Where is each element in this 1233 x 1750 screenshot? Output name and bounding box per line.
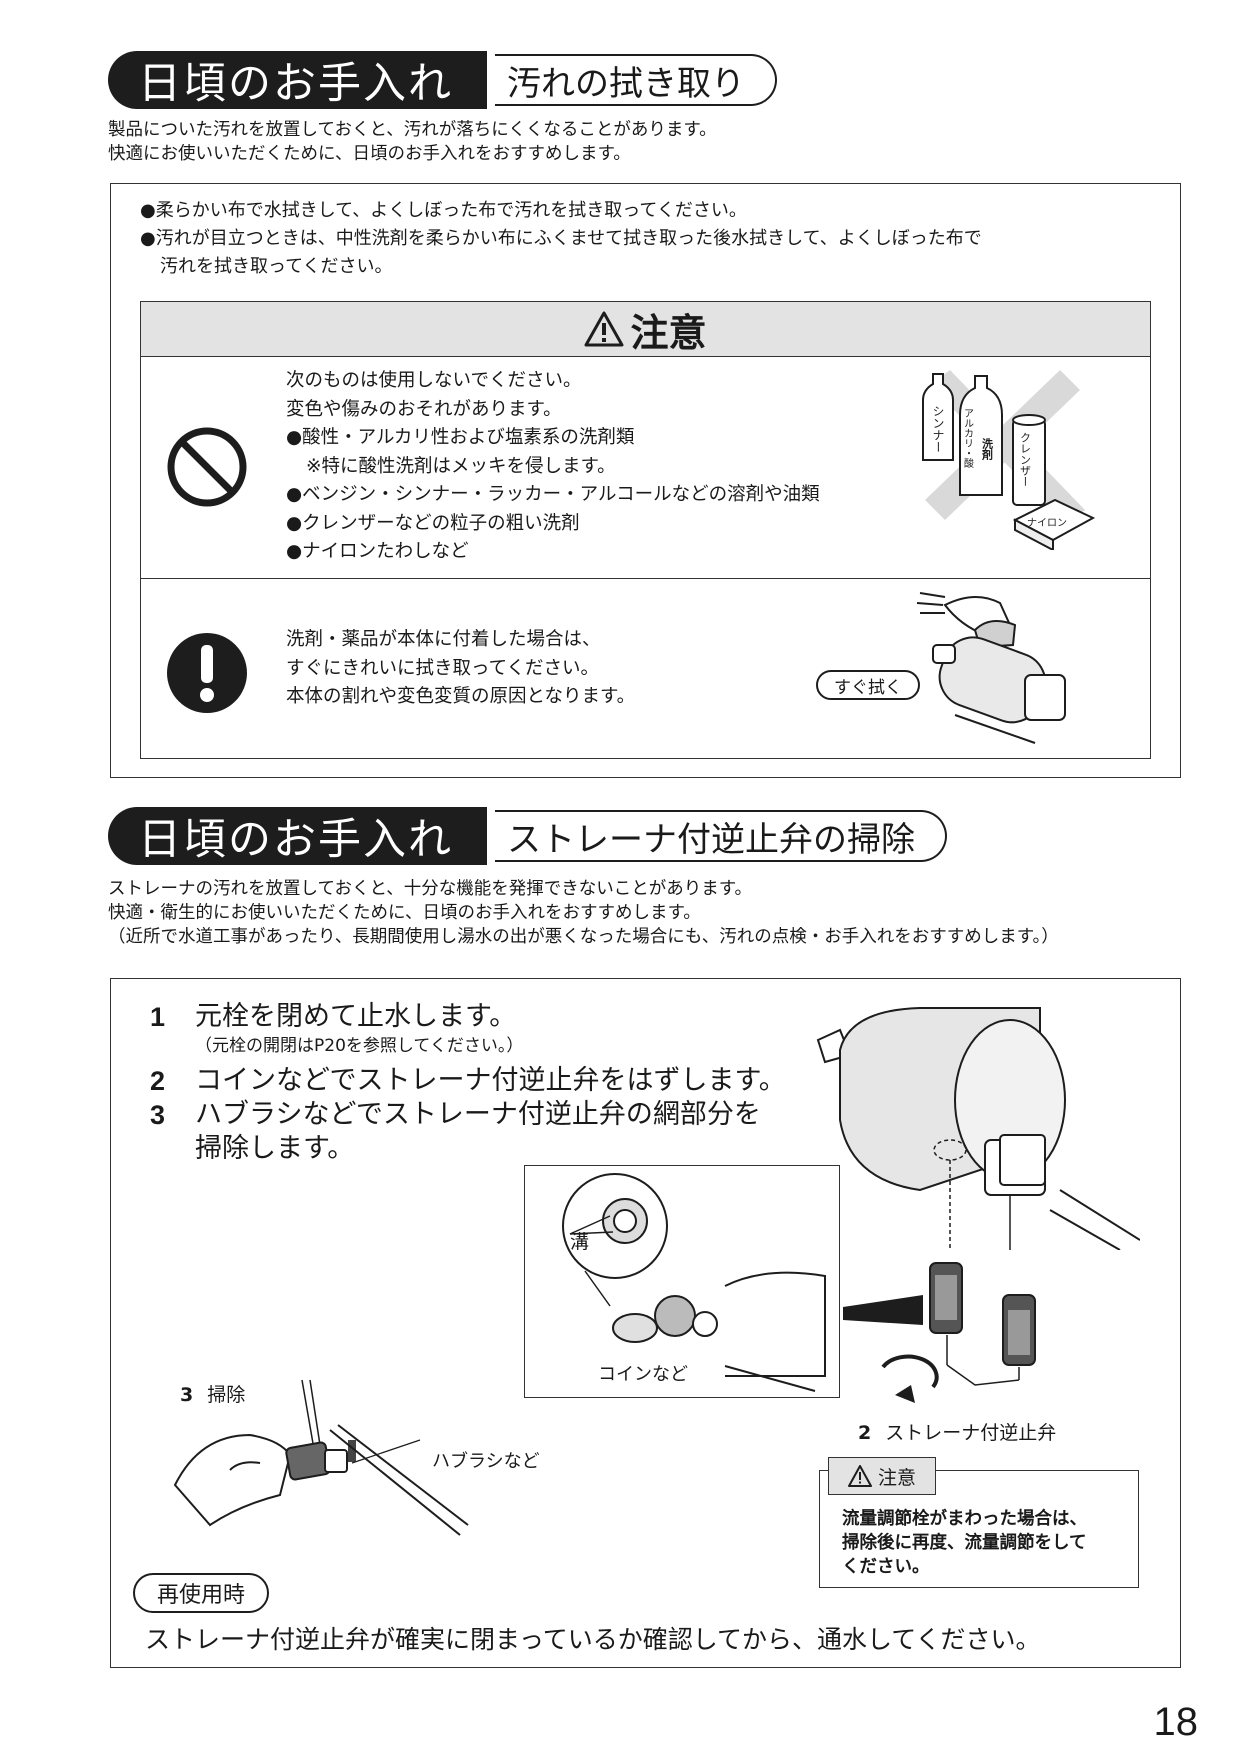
- step-text: 元栓を閉めて止水します。: [195, 1001, 517, 1032]
- step-2: 2 コインなどでストレーナ付逆止弁をはずします。: [150, 1064, 786, 1098]
- bottle-label: シンナー: [931, 405, 945, 453]
- section1-header: 日頃のお手入れ 汚れの拭き取り: [108, 51, 777, 109]
- svg-text:洗剤: 洗剤: [981, 437, 995, 461]
- section2-subtitle: ストレーナ付逆止弁の掃除: [495, 810, 947, 862]
- row-divider: [141, 578, 1150, 579]
- section2-title: 日頃のお手入れ: [108, 807, 487, 865]
- step3-caption-text: 掃除: [207, 1384, 246, 1406]
- small-caution-box: 注意 流量調節栓がまわった場合は、 掃除後に再度、流量調節をして ください。: [819, 1457, 1139, 1588]
- svg-text:アルカリ・酸: アルカリ・酸: [962, 408, 974, 469]
- prohibit-line: 変色や傷みのおそれがあります。: [286, 398, 562, 420]
- intro-line: （近所で水道工事があったり、長期間使用し湯水の出が悪くなった場合にも、汚れの点検…: [108, 927, 1059, 947]
- reuse-tag-label: 再使用時: [156, 1583, 245, 1608]
- pointer-arrow-icon: [843, 1295, 923, 1325]
- section2-box: [110, 978, 1181, 1668]
- bullet-item: 汚れを拭き取ってください。: [160, 256, 393, 277]
- step-text: ハブラシなどでストレーナ付逆止弁の網部分を: [195, 1099, 761, 1130]
- step3-caption-number: 3: [180, 1384, 194, 1406]
- wipe-now-tag: すぐ拭く: [816, 670, 920, 700]
- bottle-cleanser: クレンザー: [1012, 414, 1046, 506]
- step-3: 3 ハブラシなどでストレーナ付逆止弁の網部分を: [150, 1098, 786, 1132]
- faucet-body-illustration: [816, 1007, 1140, 1250]
- prohibit-line: ●クレンザーなどの粒子の粗い洗剤: [286, 512, 580, 534]
- bullet-item: ●汚れが目立つときは、中性洗剤を柔らかい布にふくませて拭き取った後水拭きして、よ…: [140, 228, 982, 249]
- section1-subtitle: 汚れの拭き取り: [495, 54, 777, 106]
- step-1-note: （元栓の開閉はP20を参照してください。）: [195, 1036, 524, 1056]
- prohibit-line: 次のものは使用しないでください。: [286, 370, 582, 391]
- caution-heading: 注意: [141, 302, 1150, 357]
- step-3-cont: 掃除します。: [150, 1132, 786, 1166]
- step-text: コインなどでストレーナ付逆止弁をはずします。: [195, 1065, 786, 1096]
- section1-box: [110, 183, 1181, 778]
- reuse-text: ストレーナ付逆止弁が確実に閉まっているか確認してから、通水してください。: [145, 1625, 1041, 1654]
- svg-text:クレンザー: クレンザー: [1019, 432, 1032, 487]
- steps-list: 1 元栓を閉めて止水します。 （元栓の開閉はP20を参照してください。） 2 コ…: [150, 1000, 786, 1166]
- reuse-tag: 再使用時: [133, 1573, 269, 1613]
- step-text: 掃除します。: [195, 1133, 355, 1164]
- bottle-thinner: シンナー: [922, 373, 954, 461]
- caution-table: 注意: [140, 301, 1151, 759]
- mandatory-line: 本体の割れや変色変質の原因となります。: [286, 686, 636, 707]
- section1-title: 日頃のお手入れ: [108, 51, 487, 109]
- coin-label: コインなど: [598, 1364, 688, 1385]
- small-caution-line: ください。: [842, 1557, 930, 1577]
- mandatory-line: すぐにきれいに拭き取ってください。: [286, 657, 600, 679]
- caution-heading-text: 注意: [630, 310, 707, 355]
- prohibit-line: ※特に酸性洗剤はメッキを侵します。: [306, 455, 616, 477]
- step-number: 3: [150, 1100, 166, 1130]
- section1-intro: 製品についた汚れを放置しておくと、汚れが落ちにくくなることがあります。 快適にお…: [108, 118, 717, 166]
- prohibited-items-illustration: シンナー アルカリ・酸 洗剤 クレンザー ナイロン: [922, 370, 1095, 550]
- warning-triangle-icon: [847, 1465, 872, 1487]
- nylon-scrubber: ナイロン: [1012, 498, 1095, 550]
- svg-text:ナイロン: ナイロン: [1027, 517, 1067, 529]
- step-1: 1 元栓を閉めて止水します。: [150, 1000, 786, 1034]
- bottle-acid: アルカリ・酸 洗剤: [959, 375, 1003, 496]
- detail-inset-box: [524, 1165, 840, 1398]
- section2-header: 日頃のお手入れ ストレーナ付逆止弁の掃除: [108, 807, 947, 865]
- section2-intro: ストレーナの汚れを放置しておくと、十分な機能を発揮できないことがあります。 快適…: [108, 877, 1059, 949]
- groove-label: 溝: [570, 1231, 590, 1253]
- step-number: 1: [150, 1002, 166, 1032]
- prohibit-line: ●ナイロンたわしなど: [286, 541, 469, 562]
- wiping-illustration: [916, 592, 1066, 744]
- prohibit-text: 次のものは使用しないでください。 変色や傷みのおそれがあります。 ●酸性・アルカ…: [286, 367, 820, 567]
- prohibit-icon: [167, 427, 247, 507]
- step-number: [150, 1132, 195, 1166]
- step3-caption: 3 掃除: [180, 1380, 245, 1407]
- mandatory-exclamation-icon: [167, 633, 247, 713]
- step-number: 2: [150, 1066, 166, 1096]
- intro-line: ストレーナの汚れを放置しておくと、十分な機能を発揮できないことがあります。: [108, 879, 752, 899]
- brush-label: ハブラシなど: [432, 1451, 540, 1472]
- small-caution-heading: 注意: [828, 1457, 936, 1495]
- small-caution-line: 流量調節栓がまわった場合は、: [842, 1509, 1087, 1529]
- warning-triangle-icon: [584, 311, 624, 347]
- section1-bullets: ●柔らかい布で水拭きして、よくしぼった布で汚れを拭き取ってください。 ●汚れが目…: [140, 197, 982, 281]
- page-number: 18: [1153, 1700, 1199, 1744]
- mandatory-text: 洗剤・薬品が本体に付着した場合は、 すぐにきれいに拭き取ってください。 本体の割…: [286, 626, 635, 712]
- intro-line: 快適・衛生的にお使いいただくために、日頃のお手入れをおすすめします。: [108, 903, 701, 923]
- strainer-valves-illustration: [881, 1262, 1036, 1403]
- small-caution-heading-text: 注意: [877, 1466, 916, 1489]
- detail-inset-illustration: [562, 1173, 826, 1392]
- step2-caption-text: ストレーナ付逆止弁: [885, 1422, 1057, 1444]
- mandatory-line: 洗剤・薬品が本体に付着した場合は、: [286, 629, 601, 650]
- cleaning-illustration: [173, 1379, 469, 1536]
- bullet-item: ●柔らかい布で水拭きして、よくしぼった布で汚れを拭き取ってください。: [140, 200, 747, 221]
- step2-caption-number: 2: [858, 1422, 872, 1444]
- prohibit-line: ●ベンジン・シンナー・ラッカー・アルコールなどの溶剤や油類: [286, 484, 820, 505]
- prohibit-line: ●酸性・アルカリ性および塩素系の洗剤類: [286, 427, 635, 448]
- intro-line: 製品についた汚れを放置しておくと、汚れが落ちにくくなることがあります。: [108, 120, 717, 140]
- step2-caption: 2 ストレーナ付逆止弁: [858, 1418, 1056, 1445]
- intro-line: 快適にお使いいただくために、日頃のお手入れをおすすめします。: [108, 144, 631, 164]
- small-caution-line: 掃除後に再度、流量調節をして: [842, 1533, 1087, 1553]
- wipe-now-label: すぐ拭く: [834, 677, 902, 698]
